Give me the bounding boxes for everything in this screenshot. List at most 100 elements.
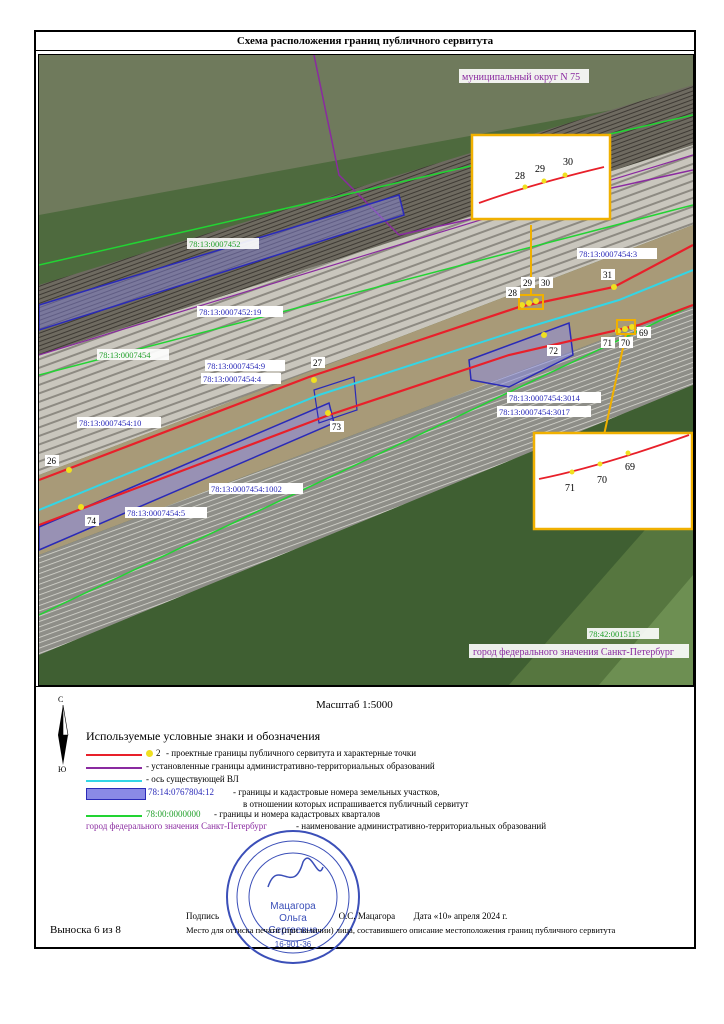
- quarter-boundary-3: [39, 304, 693, 616]
- parcel-label-7454-3: 78:13:0007454:3: [579, 249, 637, 259]
- characteristic-points: [66, 284, 635, 510]
- legend-item-2: - установленные границы административно-…: [146, 761, 435, 771]
- legend-item-6-name: город федерального значения Санкт-Петерб…: [86, 821, 267, 831]
- label-72: 72: [549, 346, 558, 356]
- point-31: [611, 284, 617, 290]
- city-label: город федерального значения Санкт-Петерб…: [473, 647, 674, 658]
- legend-item-4b: в отношении которых испрашивается публич…: [243, 799, 469, 809]
- inset-1-label-28: 28: [515, 171, 525, 182]
- stamp-name-1: Мацагора: [270, 901, 316, 912]
- legend-panel: С Ю Масштаб 1:5000 Используемые условные…: [36, 686, 694, 964]
- inset-2-label-69: 69: [625, 462, 635, 473]
- legend-item-6: - наименование административно-территори…: [296, 821, 547, 831]
- quarter-label-15115: 78:42:0015115: [589, 629, 640, 639]
- cadastral-labels: 78:13:0007452 78:13:0007454 78:42:001511…: [77, 238, 659, 639]
- parcel-label-7454-10: 78:13:0007454:10: [79, 418, 141, 428]
- label-28: 28: [508, 288, 518, 298]
- label-29: 29: [523, 278, 533, 288]
- signature-note: Место для оттиска печати (при наличии) л…: [186, 925, 616, 935]
- point-28: [519, 302, 525, 308]
- signature-scribble: [267, 857, 324, 888]
- inset-2-label-70: 70: [597, 475, 607, 486]
- map-canvas: 28 29 30 71 70 69 26 27: [39, 55, 693, 685]
- point-27: [311, 377, 317, 383]
- legend-cyan-line: [86, 780, 142, 782]
- label-73: 73: [332, 422, 342, 432]
- legend-item-1-num: 2: [156, 748, 161, 758]
- legend-green-line: [86, 815, 142, 817]
- point-labels: 26 27 28 29 30 31 69 70 71 72: [45, 269, 651, 526]
- satellite-map: 28 29 30 71 70 69 26 27: [38, 54, 694, 686]
- map-sheet: Схема расположения границ публичного сер…: [34, 30, 696, 964]
- urban-area: [39, 55, 693, 215]
- label-27: 27: [313, 358, 323, 368]
- inset-1-point-28: [522, 184, 528, 190]
- parcel-label-7454-1002: 78:13:0007454:1002: [211, 484, 282, 494]
- signature-label: Подпись: [186, 911, 220, 921]
- stamp-name-2: Ольга: [279, 913, 307, 924]
- inset-1-point-29: [541, 178, 547, 184]
- quarter-label-7454: 78:13:0007454: [99, 350, 151, 360]
- signature-line: Подпись О.С. Мацагора Дата «10» апреля 2…: [186, 911, 507, 921]
- inset-2: 71 70 69: [532, 431, 693, 531]
- compass-south: Ю: [58, 765, 67, 774]
- point-29: [526, 300, 532, 306]
- legend-item-5-code: 78:00:0000000: [146, 809, 201, 819]
- legend-item-5: - границы и номера кадастровых кварталов: [214, 809, 380, 819]
- inset-2-line: [538, 434, 690, 480]
- label-70: 70: [621, 338, 631, 348]
- point-26: [66, 467, 72, 473]
- quarter-boundary-2: [39, 204, 693, 376]
- inset-1-label-29: 29: [535, 164, 545, 175]
- label-31: 31: [603, 270, 612, 280]
- servitude-boundary-south: [39, 303, 693, 527]
- legend-red-line: [86, 754, 142, 756]
- stamp-reg: 16-901-36: [275, 940, 312, 949]
- inset-1: 28 29 30: [470, 133, 612, 221]
- municipal-label: муниципальный округ N 75: [462, 72, 580, 83]
- parcel-label-7454-3014: 78:13:0007454:3014: [509, 393, 581, 403]
- point-72: [541, 332, 547, 338]
- inset-1-label-30: 30: [563, 157, 573, 168]
- parcel-7454-9: [313, 376, 358, 424]
- parcel-label-7454-5: 78:13:0007454:5: [127, 508, 185, 518]
- label-69: 69: [639, 328, 649, 338]
- inset-2-point-70: [597, 461, 603, 467]
- legend-header: Используемые условные знаки и обозначени…: [86, 729, 321, 743]
- inset-1-line: [478, 166, 605, 204]
- label-71: 71: [603, 338, 612, 348]
- inset-2-point-69: [625, 450, 631, 456]
- sheet-title: Схема расположения границ публичного сер…: [36, 32, 694, 51]
- compass-north: С: [58, 695, 64, 704]
- point-70: [622, 326, 628, 332]
- callout-counter: Выноска 6 из 8: [50, 924, 121, 936]
- north-arrow: С Ю: [52, 695, 74, 775]
- parcel-7452-19: [39, 194, 405, 331]
- legend-item-4-code: 78:14:0767804:12: [148, 787, 215, 797]
- scale-text: Масштаб 1:5000: [316, 699, 393, 711]
- point-73: [325, 410, 331, 416]
- forest: [39, 385, 693, 685]
- north-arrow-icon: [58, 705, 69, 765]
- point-74: [78, 504, 84, 510]
- label-26: 26: [47, 456, 57, 466]
- stamp-name-3: Сергеевна: [268, 925, 318, 936]
- inset-1-frame: [470, 133, 612, 221]
- parcel-label-7454-3017: 78:13:0007454:3017: [499, 407, 570, 417]
- callout-leader-2: [603, 333, 627, 436]
- parcel-7454-3014: [468, 321, 574, 388]
- legend-item-4: - границы и кадастровые номера земельных…: [233, 787, 440, 797]
- parcel-label-7454-4: 78:13:0007454:4: [203, 374, 262, 384]
- official-stamp: Мацагора Ольга Сергеевна 16-901-36: [226, 830, 360, 964]
- legend-item-3: - ось существующей ВЛ: [146, 774, 239, 784]
- legend-parcel-swatch: [86, 788, 146, 800]
- legend-item-1: - проектные границы публичного сервитута…: [166, 748, 417, 758]
- vl-axis: [39, 269, 693, 511]
- label-74: 74: [87, 516, 97, 526]
- inset-2-label-71: 71: [565, 483, 575, 494]
- inset-2-point-71: [569, 469, 575, 475]
- inset-1-point-30: [562, 172, 568, 178]
- signature-date: Дата «10» апреля 2024 г.: [413, 911, 508, 921]
- label-30: 30: [541, 278, 551, 288]
- inset-2-frame: [532, 431, 693, 531]
